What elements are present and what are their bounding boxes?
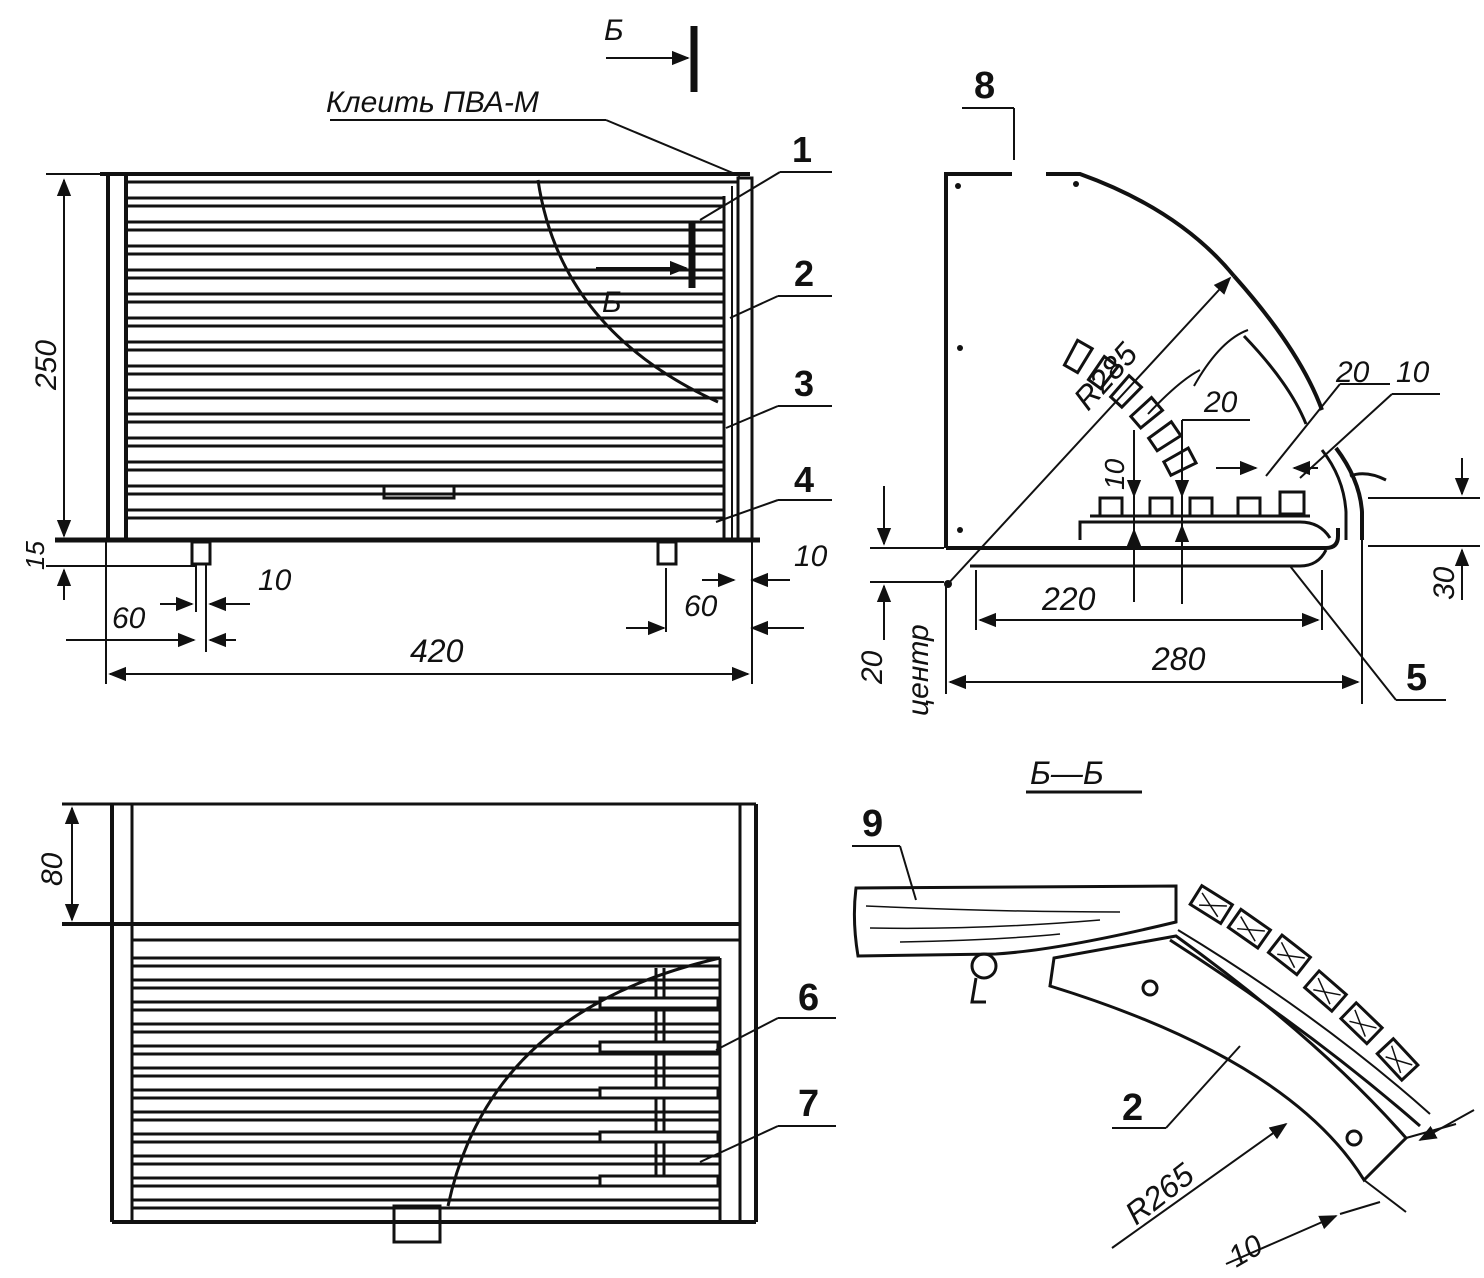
top-handle	[392, 1204, 442, 1244]
arc-slat	[1108, 373, 1144, 410]
radius-265: R265	[1118, 1156, 1201, 1232]
part-3: 3	[794, 363, 814, 404]
section-slats	[1188, 883, 1420, 1083]
top-cutaway-curve	[446, 956, 721, 1207]
dim-leg-right-offset: 60	[684, 590, 718, 623]
glue-note: Клеить ПВА-М	[326, 86, 539, 119]
dim-height-250: 250	[30, 340, 63, 391]
section-slat	[1338, 1000, 1385, 1046]
part-4: 4	[794, 459, 814, 500]
part-1: 1	[792, 129, 812, 170]
dim-top-a: 20	[1335, 356, 1370, 389]
part-9: 9	[862, 803, 883, 845]
arc-slat	[1086, 354, 1121, 391]
top-slats	[132, 956, 720, 1210]
beam	[852, 884, 1178, 958]
dim-slat-thickness: 10	[1099, 458, 1130, 490]
frame-rung	[598, 1086, 720, 1100]
part-5: 5	[1406, 657, 1427, 699]
dim-inner-220: 220	[1041, 581, 1096, 617]
left-post	[106, 172, 128, 542]
arc-slat	[1146, 419, 1183, 453]
side-panel	[944, 172, 1236, 548]
section-mark-upper: Б	[604, 14, 624, 47]
arc-slat	[1161, 446, 1199, 478]
section-title: Б—Б	[1030, 755, 1104, 791]
base-plate	[946, 528, 1340, 550]
section-slat	[1266, 933, 1313, 977]
dim-depth-280: 280	[1151, 641, 1206, 677]
front-slats	[126, 196, 724, 520]
leg-left	[190, 540, 212, 566]
center-label: центр	[902, 624, 935, 716]
frame-rungs	[598, 996, 720, 1188]
arc-slat	[1062, 338, 1095, 375]
section-slat	[1188, 883, 1235, 926]
part-6: 6	[798, 977, 819, 1019]
part-2: 2	[794, 253, 814, 294]
part-7: 7	[798, 1083, 819, 1125]
section-slat	[1302, 968, 1349, 1014]
cutaway-curve	[536, 179, 719, 404]
dim-top-b: 10	[1396, 356, 1430, 389]
dim-leg-right-size: 10	[794, 540, 828, 573]
frame-rung	[598, 1130, 720, 1144]
dim-slat-gap: 20	[1203, 386, 1238, 419]
dim-center-height: 20	[856, 650, 889, 685]
frame-rung	[598, 1040, 720, 1054]
leg-right	[656, 540, 678, 566]
dim-leg-15: 15	[20, 541, 50, 570]
section-mark-lower: Б	[602, 286, 622, 319]
section-slat	[1375, 1036, 1420, 1083]
frame-rung	[598, 1174, 720, 1188]
dim-leg-left-offset: 60	[112, 602, 146, 635]
dim-section-thickness: 10	[1223, 1229, 1269, 1274]
dim-right-height: 30	[1428, 566, 1461, 600]
arc-slats	[1062, 338, 1199, 478]
front-view: Б Б Клеить ПВА-М 250 15 60 10 420 10 6	[20, 14, 832, 684]
top-view: 80 6 7	[36, 802, 836, 1244]
radius-285: R285	[1066, 336, 1144, 417]
handle	[382, 484, 456, 500]
frame-rung	[598, 996, 720, 1010]
side-view: R285 10 20 20 10 30 20 центр	[856, 65, 1480, 716]
arc-slat	[1128, 395, 1165, 431]
section-slat	[1226, 907, 1273, 951]
right-post-outer	[736, 176, 754, 542]
section-view: Б—Б 9 2 R265 10	[852, 755, 1475, 1274]
dim-width-420: 420	[410, 633, 464, 669]
dim-leg-left-size: 10	[258, 564, 292, 597]
part-2-section: 2	[1122, 1087, 1143, 1129]
part-8: 8	[974, 65, 995, 107]
dim-top-depth-80: 80	[36, 852, 69, 886]
